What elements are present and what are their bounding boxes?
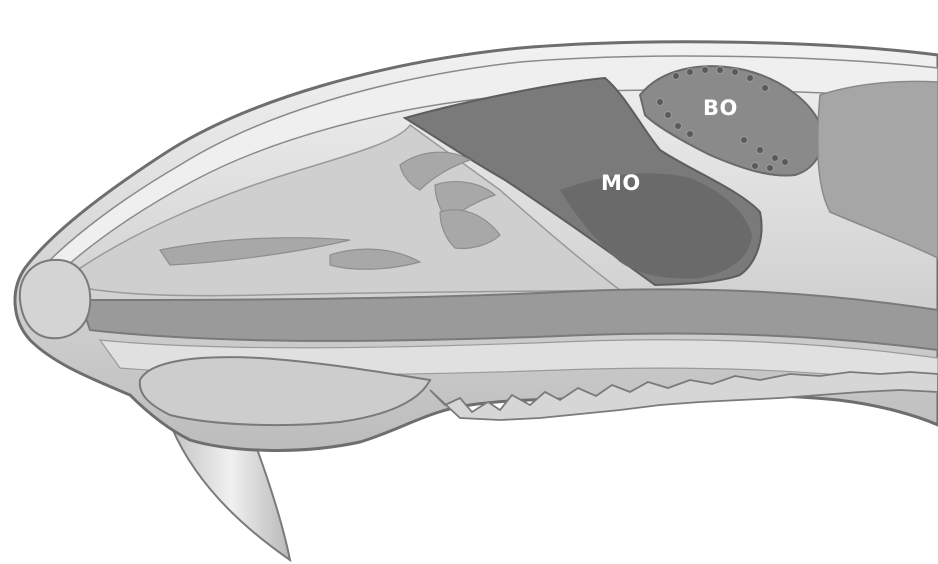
label-olfactory-bulb: BO	[703, 98, 738, 119]
label-main-olfactory: MO	[601, 173, 641, 194]
nose-tip	[20, 260, 90, 338]
